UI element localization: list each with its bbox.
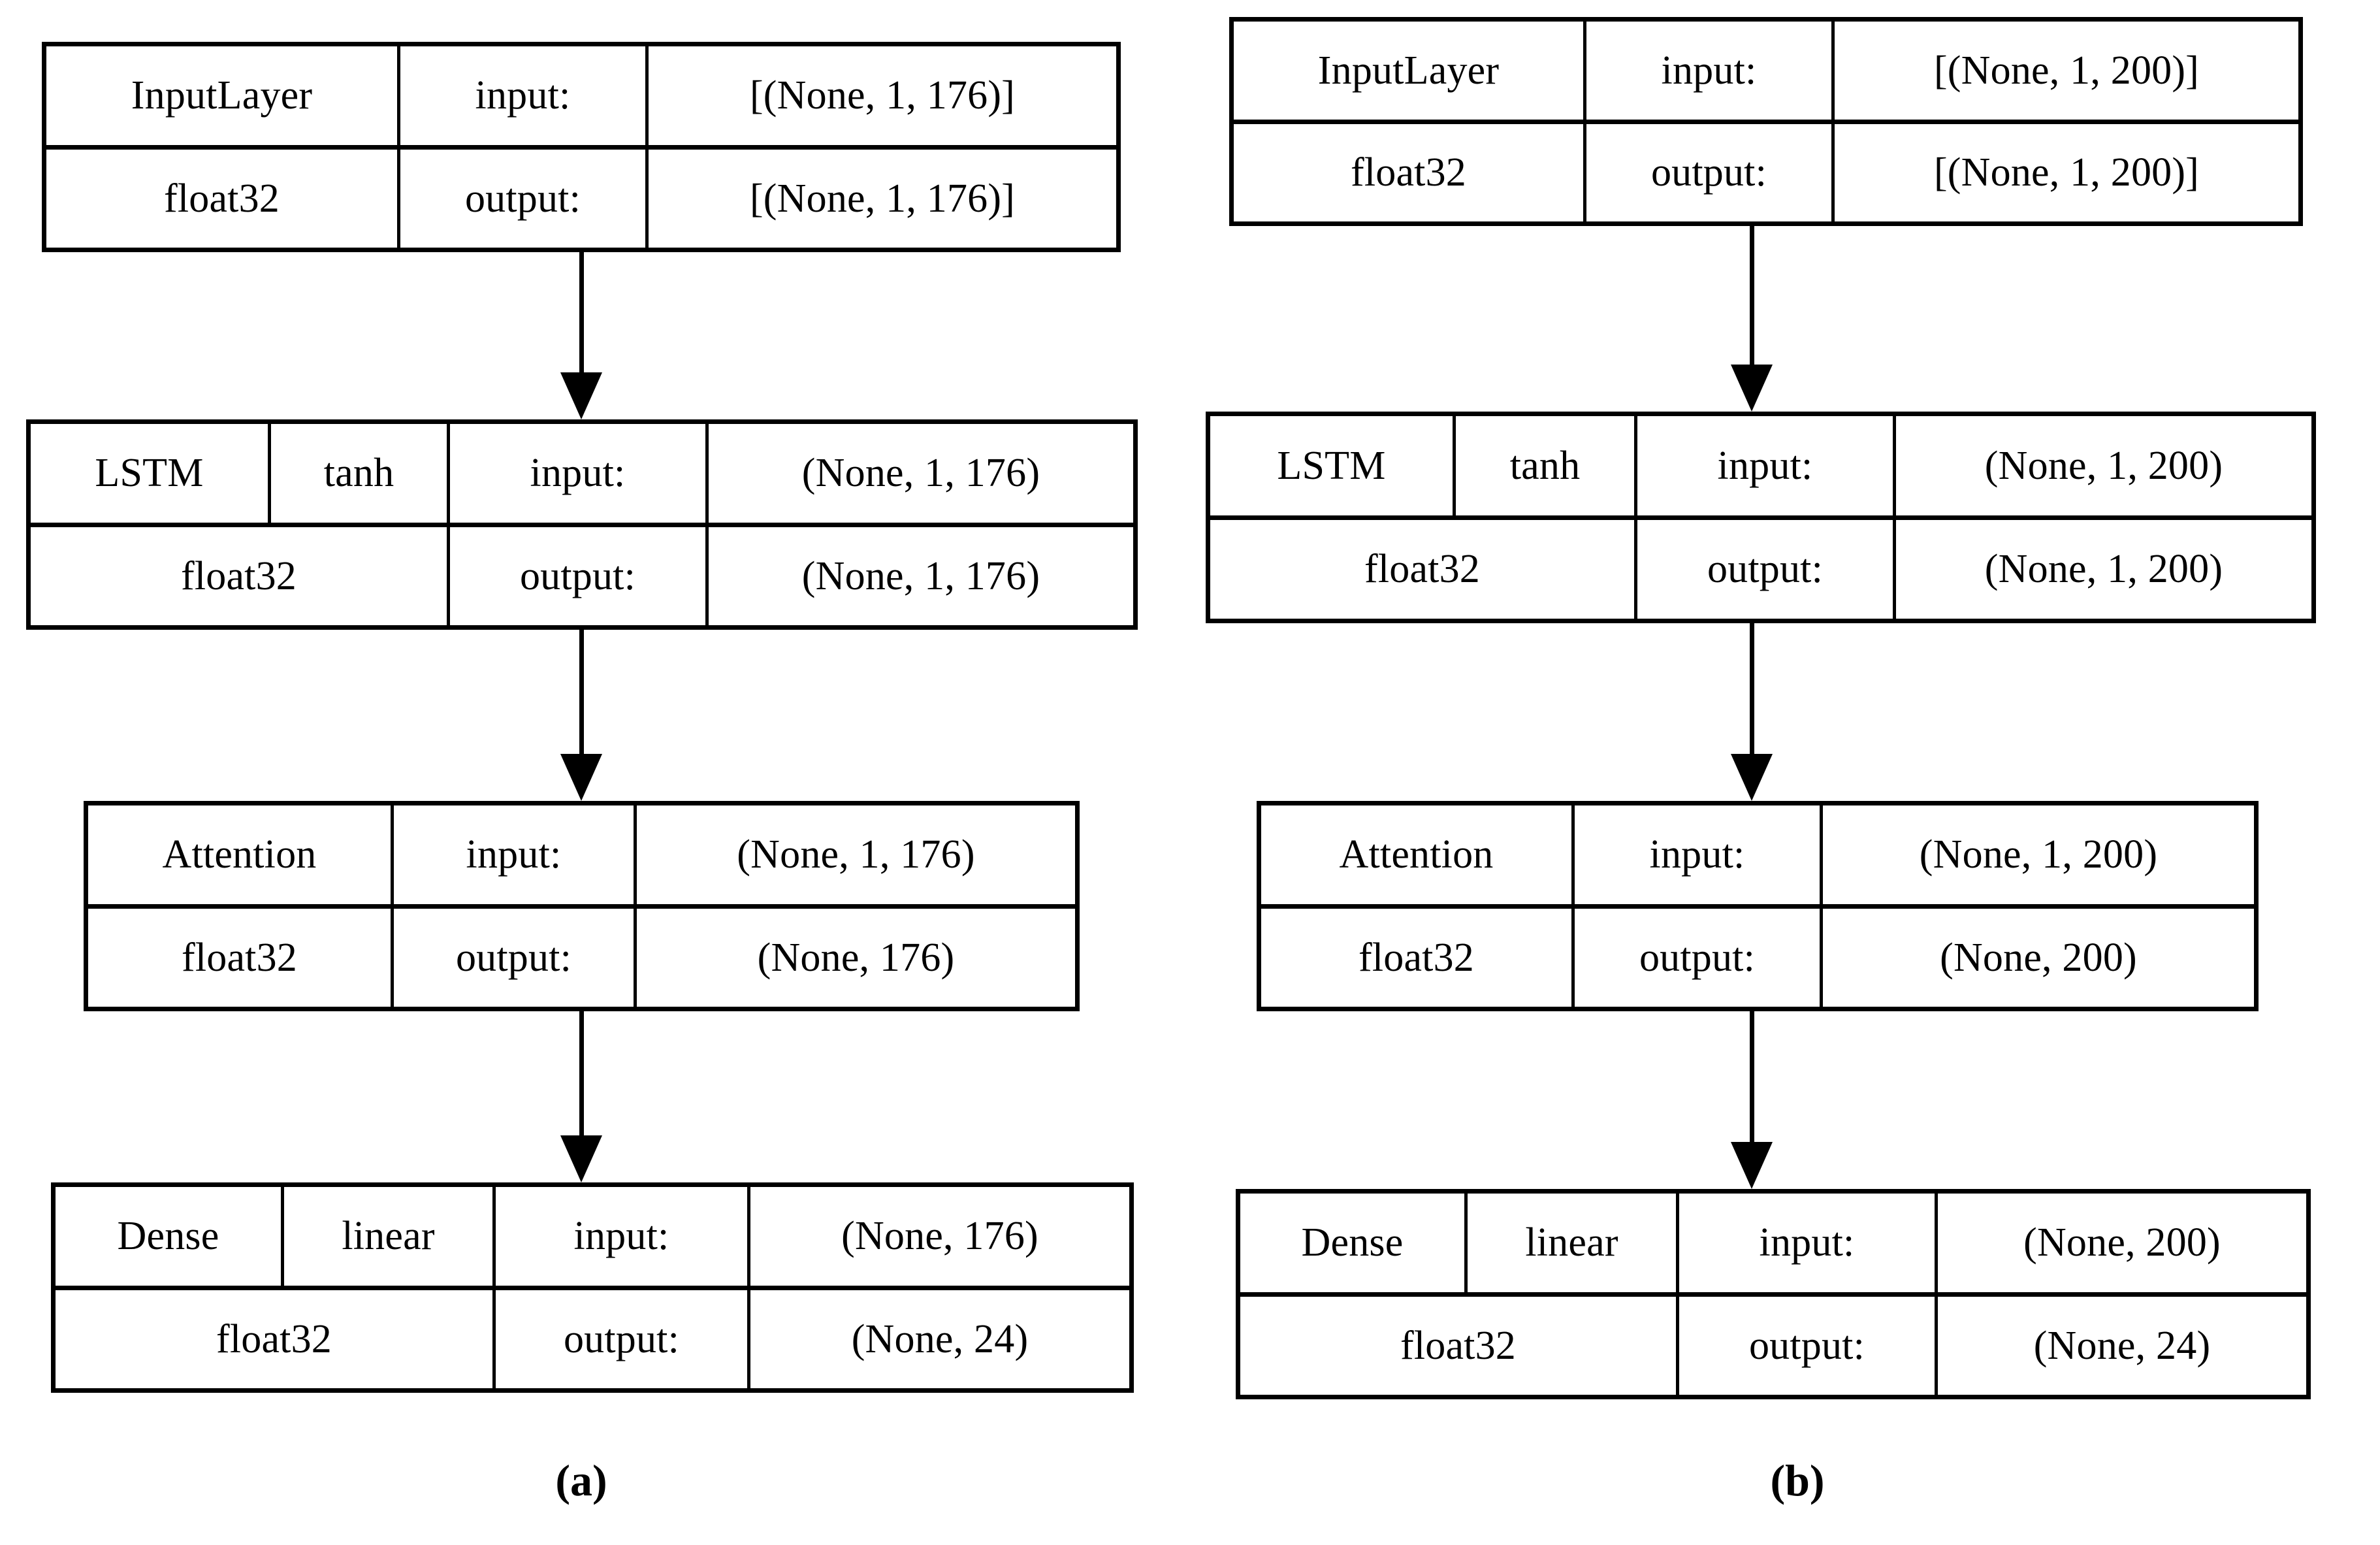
layer-row-output: float32 output: (None, 24) (1240, 1296, 2306, 1395)
layer-row-input: Dense linear input: (None, 176) (56, 1187, 1129, 1290)
output-label-cell: output: (400, 149, 649, 248)
output-shape-cell: (None, 24) (851, 1316, 1029, 1361)
layer-row-output: float32 output: (None, 1, 176) (31, 527, 1133, 625)
layer-row-input: LSTM tanh input: (None, 1, 200) (1210, 416, 2311, 520)
input-label-cell: input: (400, 46, 649, 145)
output-label-cell: output: (1637, 519, 1896, 619)
input-shape-cell: (None, 1, 200) (1919, 832, 2158, 877)
layer-row-output: float32 output: [(None, 1, 200)] (1234, 123, 2298, 221)
input-shape-cell: (None, 200) (2023, 1220, 2221, 1265)
activation-cell: linear (1468, 1194, 1679, 1292)
input-shape-cell: (None, 176) (841, 1214, 1038, 1259)
layer-row-output: float32 output: (None, 176) (88, 908, 1075, 1007)
input-label-cell: input: (394, 805, 637, 904)
input-shape-cell: (None, 1, 200) (1984, 443, 2223, 488)
arrow-attention-to-dense (1731, 1011, 1773, 1189)
input-label-cell: input: (1679, 1194, 1938, 1292)
output-label-cell: output: (1586, 123, 1835, 221)
input-label-cell: input: (1637, 416, 1896, 515)
dtype-cell: float32 (1261, 908, 1575, 1007)
activation-cell: linear (284, 1187, 496, 1286)
layer-name-cell: Attention (1261, 805, 1575, 904)
output-shape-cell: (None, 1, 176) (801, 553, 1040, 598)
arrow-inputlayer-to-lstm (560, 252, 602, 419)
dtype-cell: float32 (1234, 123, 1586, 221)
output-label-cell: output: (450, 527, 709, 625)
layer-name-cell: InputLayer (46, 46, 400, 145)
layer-row-input: LSTM tanh input: (None, 1, 176) (31, 424, 1133, 527)
layer-box-attention: Attention input: (None, 1, 200) float32 … (1257, 801, 2259, 1011)
layer-name-cell: Attention (88, 805, 394, 904)
output-shape-cell: [(None, 1, 200)] (1933, 150, 2200, 195)
activation-cell: tanh (271, 424, 450, 523)
input-label-cell: input: (1586, 22, 1835, 120)
input-shape-cell: [(None, 1, 200)] (1933, 48, 2200, 93)
layer-row-input: Attention input: (None, 1, 200) (1261, 805, 2254, 909)
arrow-inputlayer-to-lstm (1731, 226, 1773, 412)
layer-box-lstm: LSTM tanh input: (None, 1, 200) float32 … (1206, 412, 2316, 623)
layer-row-input: InputLayer input: [(None, 1, 200)] (1234, 22, 2298, 124)
input-label-cell: input: (1575, 805, 1823, 904)
layer-box-lstm: LSTM tanh input: (None, 1, 176) float32 … (26, 419, 1138, 630)
dtype-cell: float32 (56, 1290, 496, 1388)
activation-cell: tanh (1456, 416, 1637, 515)
layer-box-dense: Dense linear input: (None, 200) float32 … (1236, 1189, 2311, 1399)
panel-b: InputLayer input: [(None, 1, 200)] float… (1190, 0, 2380, 1545)
layer-name-cell: Dense (1240, 1194, 1468, 1292)
input-shape-cell: (None, 1, 176) (801, 451, 1040, 496)
output-label-cell: output: (1575, 908, 1823, 1007)
output-shape-cell: (None, 200) (1940, 935, 2137, 980)
output-shape-cell: (None, 176) (757, 935, 955, 980)
output-label-cell: output: (1679, 1296, 1938, 1395)
output-label-cell: output: (394, 908, 637, 1007)
layer-row-output: float32 output: (None, 24) (56, 1290, 1129, 1388)
input-shape-cell: (None, 1, 176) (737, 832, 975, 877)
layer-box-dense: Dense linear input: (None, 176) float32 … (51, 1182, 1134, 1393)
layer-row-input: Dense linear input: (None, 200) (1240, 1194, 2306, 1297)
output-shape-cell: (None, 1, 200) (1984, 547, 2223, 592)
output-shape-cell: (None, 24) (2033, 1323, 2211, 1368)
arrow-lstm-to-attention (560, 630, 602, 801)
layer-name-cell: Dense (56, 1187, 284, 1286)
panel-a: InputLayer input: [(None, 1, 176)] float… (26, 42, 1138, 1505)
input-shape-cell: [(None, 1, 176)] (749, 73, 1016, 118)
dtype-cell: float32 (88, 908, 394, 1007)
layer-box-attention: Attention input: (None, 1, 176) float32 … (84, 801, 1080, 1011)
panel-caption-a: (a) (555, 1456, 607, 1505)
layer-box-inputlayer: InputLayer input: [(None, 1, 200)] float… (1229, 17, 2303, 226)
layer-row-input: Attention input: (None, 1, 176) (88, 805, 1075, 909)
dtype-cell: float32 (31, 527, 450, 625)
layer-row-output: float32 output: (None, 1, 200) (1210, 519, 2311, 619)
input-label-cell: input: (450, 424, 709, 523)
layer-row-output: float32 output: [(None, 1, 176)] (46, 149, 1116, 248)
arrow-attention-to-dense (560, 1011, 602, 1182)
dtype-cell: float32 (1210, 519, 1637, 619)
input-label-cell: input: (496, 1187, 750, 1286)
output-label-cell: output: (496, 1290, 750, 1388)
arrow-lstm-to-attention (1731, 623, 1773, 801)
dtype-cell: float32 (1240, 1296, 1679, 1395)
panel-caption-b: (b) (1770, 1456, 1825, 1505)
layer-name-cell: LSTM (31, 424, 271, 523)
layer-name-cell: InputLayer (1234, 22, 1586, 120)
layer-name-cell: LSTM (1210, 416, 1456, 515)
layer-box-inputlayer: InputLayer input: [(None, 1, 176)] float… (42, 42, 1121, 252)
dtype-cell: float32 (46, 149, 400, 248)
output-shape-cell: [(None, 1, 176)] (749, 176, 1016, 221)
layer-row-input: InputLayer input: [(None, 1, 176)] (46, 46, 1116, 150)
layer-row-output: float32 output: (None, 200) (1261, 908, 2254, 1007)
